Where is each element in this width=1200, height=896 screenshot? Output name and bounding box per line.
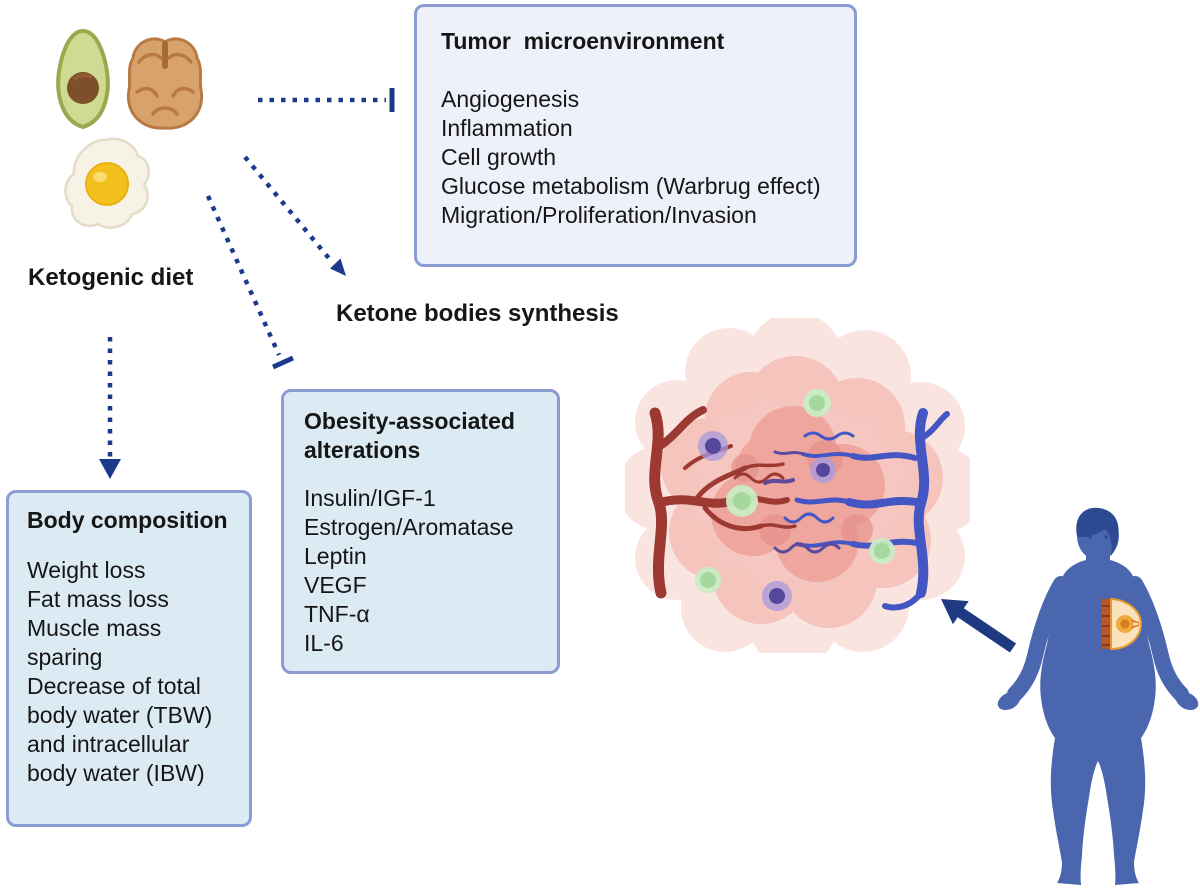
breast-tissue-icon xyxy=(1102,597,1143,651)
body-composition-box: Body composition Weight loss Fat mass lo… xyxy=(6,490,252,827)
body-composition-box-title: Body composition xyxy=(27,507,228,533)
tumor-box-title: Tumor microenvironment xyxy=(441,28,725,54)
obesity-box-item: Insulin/IGF-1 xyxy=(304,485,436,511)
obesity-box-item: VEGF xyxy=(304,572,367,598)
obesity-box-item: IL-6 xyxy=(304,630,344,656)
avocado-icon xyxy=(56,28,110,130)
capillary-network xyxy=(763,450,841,554)
tumor-box-item: Inflammation xyxy=(441,115,573,141)
tumor-box-item: Angiogenesis xyxy=(441,86,580,112)
green-immune-cells xyxy=(695,389,895,593)
inhibition-arrow-diet-to-obesity xyxy=(205,195,295,370)
tumor-microenvironment-illustration xyxy=(625,318,970,653)
ketogenic-diet-label: Ketogenic diet xyxy=(28,264,194,291)
body-composition-item: Fat mass loss xyxy=(27,586,169,612)
obese-woman-illustration xyxy=(997,507,1199,885)
obesity-box-item: TNF-α xyxy=(304,601,370,627)
fried-egg-icon xyxy=(64,137,151,229)
tumor-box-item: Glucose metabolism (Warbrug effect) xyxy=(441,173,821,199)
obesity-box-item: Leptin xyxy=(304,543,367,569)
arrow-diet-to-ketone-synthesis xyxy=(243,155,346,276)
tumor-microenvironment-box: Tumor microenvironment Angiogenesis Infl… xyxy=(414,4,857,267)
body-composition-item: Decrease of total body water (TBW) and i… xyxy=(27,673,219,786)
inhibition-arrow-diet-to-tumor xyxy=(258,88,395,112)
body-composition-item: Muscle mass sparing xyxy=(27,615,168,670)
purple-immune-cells xyxy=(698,431,836,611)
woman-body xyxy=(997,507,1199,885)
ketogenic-diet-foods xyxy=(56,28,204,229)
obesity-box-item: Estrogen/Aromatase xyxy=(304,514,514,540)
ketone-bodies-synthesis-label: Ketone bodies synthesis xyxy=(336,300,619,327)
obesity-box-title: Obesity-associated alterations xyxy=(304,408,522,463)
woman-hair xyxy=(1076,507,1119,556)
tumor-box-item: Migration/Proliferation/Invasion xyxy=(441,202,757,228)
body-composition-item: Weight loss xyxy=(27,557,146,583)
walnut-icon xyxy=(126,37,204,130)
arrow-diet-to-body-composition xyxy=(99,337,121,479)
tumor-box-item: Cell growth xyxy=(441,144,557,170)
obesity-associated-alterations-box: Obesity-associated alterations Insulin/I… xyxy=(281,389,560,674)
